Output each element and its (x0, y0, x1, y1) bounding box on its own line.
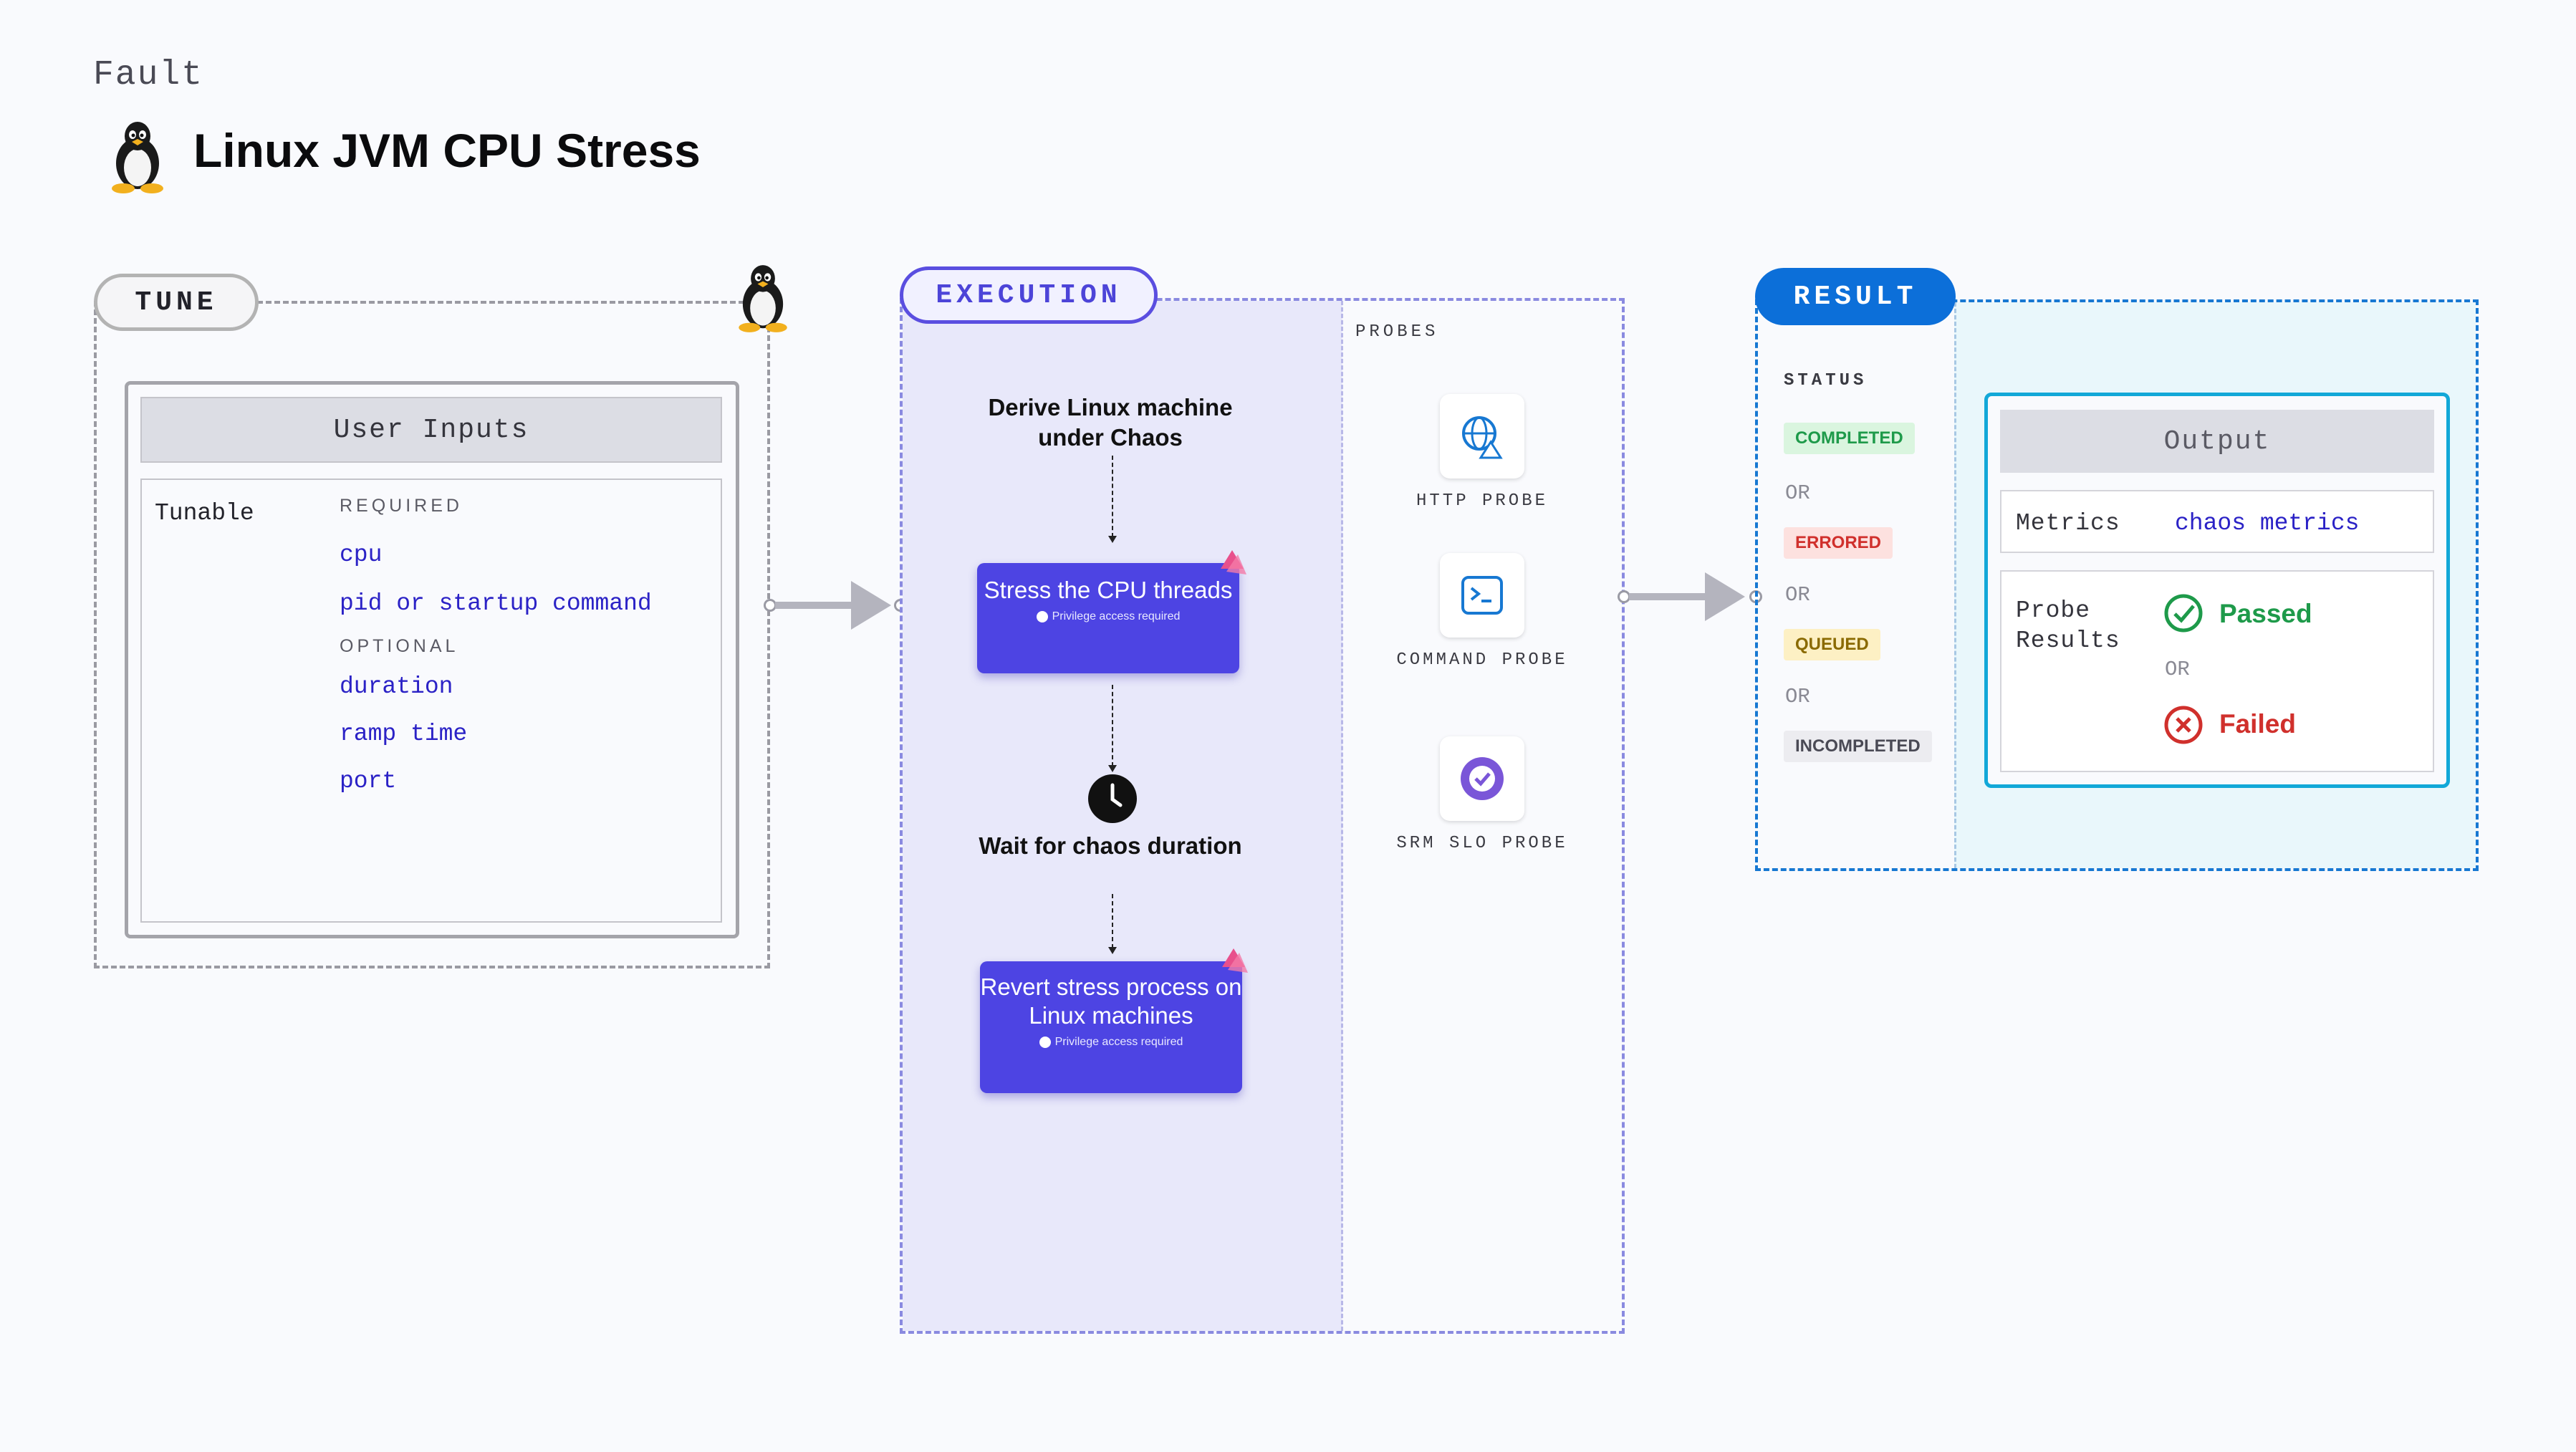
http-probe-globe-icon (1462, 416, 1503, 459)
flow-arrow-head (1108, 947, 1117, 954)
flow-arrow-head (1108, 536, 1117, 543)
execution-divider (1341, 301, 1343, 1331)
chaos-badge-icon (1221, 550, 1246, 574)
user-inputs-title: User Inputs (140, 397, 722, 463)
step-derive-machine: Derive Linux machine under Chaos (988, 394, 1233, 451)
tune-pill: TUNE (94, 274, 259, 331)
command-probe-terminal-icon (1461, 576, 1503, 615)
lock-icon (1036, 611, 1048, 622)
command-probe-label: COMMAND PROBE (1396, 650, 1568, 670)
or-label: OR (1785, 583, 1810, 607)
or-label: OR (1785, 481, 1810, 505)
chaos-badge-icon (1222, 948, 1248, 973)
metrics-value-link[interactable]: chaos metrics (2175, 510, 2360, 537)
status-label: STATUS (1784, 371, 1868, 390)
http-probe-tile[interactable] (1440, 394, 1524, 479)
flow-arrow-head (851, 581, 891, 630)
flow-arrow-head (1705, 572, 1745, 621)
srm-slo-probe-icon (1461, 757, 1504, 800)
param-ramp-time: ramp time (340, 721, 468, 747)
probes-label: PROBES (1355, 322, 1439, 342)
http-probe-label: HTTP PROBE (1416, 491, 1549, 511)
or-label: OR (2165, 658, 2190, 681)
check-circle-icon (2164, 594, 2203, 633)
tune-section (94, 301, 770, 968)
flow-connector (1112, 456, 1113, 537)
probe-passed-label: Passed (2219, 599, 2312, 628)
probe-results-label: Probe Results (2016, 597, 2120, 654)
param-duration: duration (340, 673, 453, 700)
tunable-label: Tunable (155, 500, 254, 527)
probe-results-box (2000, 570, 2434, 772)
flow-arrow-head (1108, 765, 1117, 772)
result-pill: RESULT (1755, 268, 1956, 325)
flow-arrow-line (1629, 593, 1708, 600)
result-divider (1954, 302, 1956, 868)
flow-connector (1112, 894, 1113, 948)
srm-slo-probe-tile[interactable] (1440, 736, 1524, 821)
param-pid-or-startup-command: pid or startup command (340, 590, 652, 617)
step-stress-cpu-title: Stress the CPU threads (984, 577, 1233, 603)
clock-icon (1088, 774, 1137, 823)
param-port: port (340, 768, 397, 794)
step-stress-cpu-card[interactable]: Stress the CPU threads Privilege access … (977, 563, 1239, 673)
result-section (1755, 299, 2479, 871)
probe-failed-label: Failed (2219, 709, 2296, 739)
or-label: OR (1785, 685, 1810, 708)
output-title: Output (2000, 410, 2434, 473)
optional-label: OPTIONAL (340, 636, 459, 656)
metrics-row (2000, 490, 2434, 553)
command-probe-tile[interactable] (1440, 553, 1524, 638)
srm-slo-probe-label: SRM SLO PROBE (1396, 834, 1568, 853)
execution-pill: EXECUTION (900, 266, 1158, 324)
step-revert-stress-card[interactable]: Revert stress process on Linux machines … (980, 961, 1242, 1093)
privilege-note: Privilege access required (977, 610, 1239, 623)
status-badge-completed: COMPLETED (1784, 423, 1915, 454)
page-title: Linux JVM CPU Stress (193, 124, 701, 177)
step-wait-chaos-duration: Wait for chaos duration (979, 832, 1242, 859)
metrics-label: Metrics (2016, 510, 2120, 537)
param-cpu: cpu (340, 542, 383, 568)
flow-arrow-line (775, 602, 854, 609)
status-badge-incompleted: INCOMPLETED (1784, 731, 1932, 762)
linux-penguin-icon (112, 122, 163, 193)
linux-penguin-icon (739, 265, 787, 332)
step-revert-stress-title: Revert stress process on Linux machines (980, 973, 1242, 1029)
user-inputs-body (140, 479, 722, 923)
page-eyebrow: Fault (93, 56, 204, 95)
status-badge-queued: QUEUED (1784, 629, 1880, 660)
flow-connector (1112, 685, 1113, 766)
x-circle-icon (2164, 706, 2203, 744)
lock-icon (1039, 1037, 1051, 1048)
privilege-note: Privilege access required (980, 1036, 1242, 1049)
status-badge-errored: ERRORED (1784, 527, 1893, 559)
required-label: REQUIRED (340, 496, 463, 516)
user-inputs-panel (125, 381, 739, 938)
execution-section (900, 298, 1625, 1334)
